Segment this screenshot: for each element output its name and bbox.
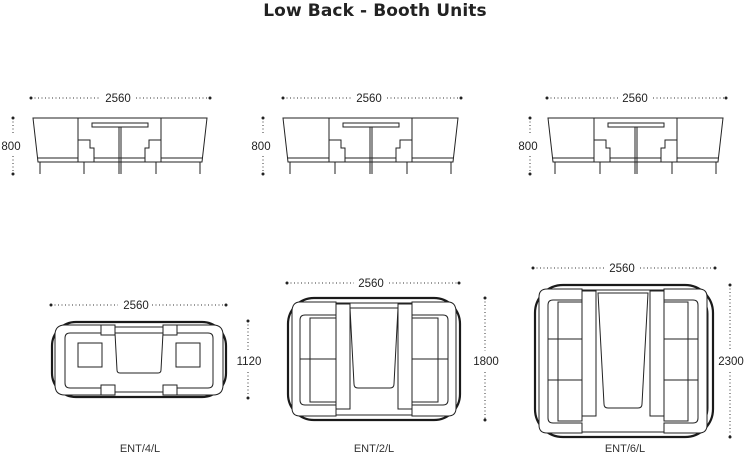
- width-dimension-line: [531, 266, 717, 270]
- depth-label: 2300: [718, 356, 744, 368]
- booth-elevation-drawing: [282, 117, 459, 174]
- booth-plan-drawing: [286, 296, 462, 422]
- booth-plan-drawing: [533, 283, 715, 439]
- depth-label: 1800: [473, 356, 499, 368]
- width-dimension-line: [281, 96, 463, 100]
- depth-label: 1120: [237, 356, 262, 368]
- model-code-label: ENT/2/L: [354, 443, 394, 455]
- width-label: 2560: [123, 300, 149, 312]
- model-code-label: ENT/4/L: [120, 443, 160, 455]
- width-label: 2560: [356, 93, 382, 105]
- width-dimension-line: [545, 96, 728, 100]
- height-dimension-line: [261, 116, 265, 176]
- page-title: Low Back - Booth Units: [263, 1, 487, 21]
- elevation-view-2: 2560 800: [251, 93, 463, 176]
- plan-view-ent-2-l: 2560 1800 ENT/2/L: [285, 278, 499, 455]
- width-label: 2560: [622, 93, 648, 105]
- booth-elevation-drawing: [547, 117, 724, 174]
- width-label: 2560: [105, 93, 131, 105]
- elevation-view-3: 2560 800: [518, 93, 728, 176]
- width-label: 2560: [358, 278, 384, 290]
- width-dimension-line: [29, 96, 212, 100]
- depth-dimension-line: [483, 296, 487, 422]
- booth-plan-drawing: [50, 320, 228, 399]
- elevation-view-1: 2560 800: [1, 93, 212, 176]
- height-label: 800: [251, 141, 270, 153]
- width-dimension-line: [285, 281, 461, 285]
- width-label: 2560: [609, 263, 635, 275]
- booth-elevation-drawing: [32, 117, 208, 174]
- plan-view-ent-6-l: 2560 2300 ENT/6/L: [531, 263, 744, 455]
- depth-dimension-line: [246, 319, 250, 400]
- plan-view-ent-4-l: 2560 1120 ENT/4/L: [49, 300, 262, 455]
- width-dimension-line: [49, 303, 228, 307]
- model-code-label: ENT/6/L: [605, 443, 645, 455]
- height-dimension-line: [11, 116, 15, 176]
- height-label: 800: [1, 141, 20, 153]
- height-dimension-line: [528, 116, 532, 176]
- height-label: 800: [518, 141, 537, 153]
- depth-dimension-line: [728, 283, 732, 439]
